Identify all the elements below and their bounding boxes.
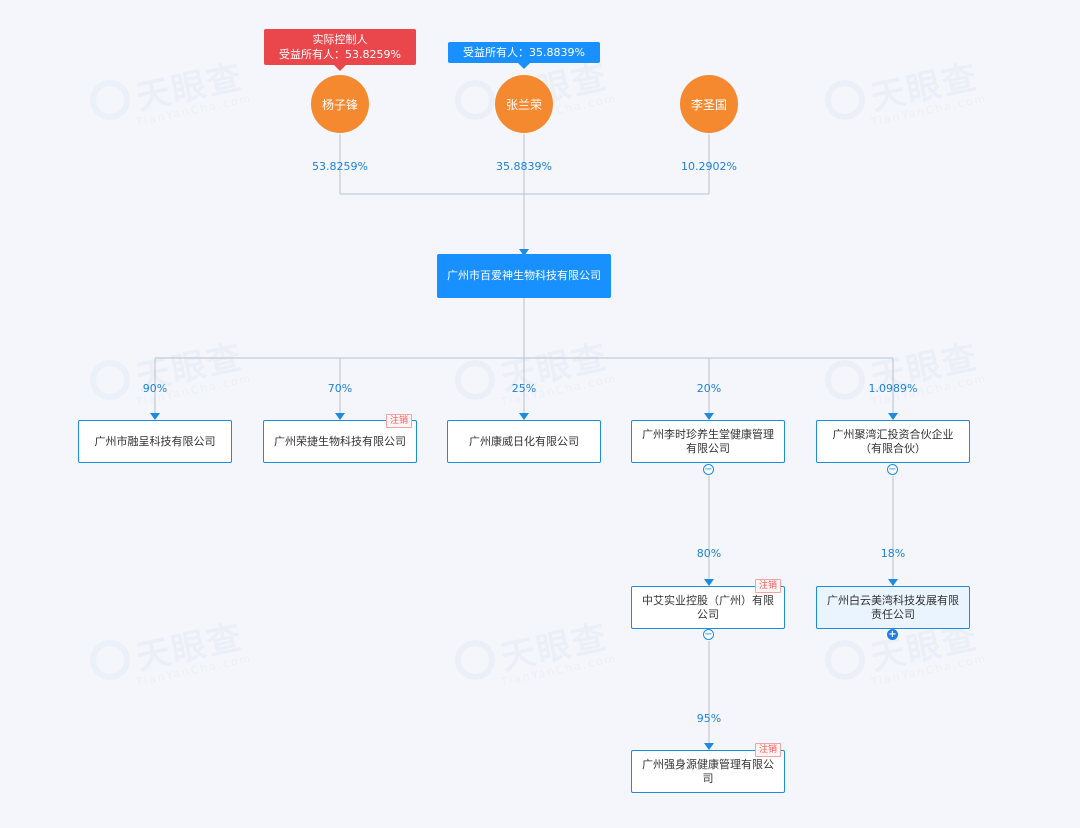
arrow-down-icon <box>888 579 898 586</box>
arrow-down-icon <box>704 413 714 420</box>
watermark-logo-icon <box>90 640 130 680</box>
watermark-logo-icon <box>825 360 865 400</box>
arrow-down-icon <box>704 743 714 750</box>
root-company-node[interactable]: 广州市百爱神生物科技有限公司 <box>437 254 611 298</box>
shareholder-percent: 10.2902% <box>681 160 737 173</box>
arrow-down-icon <box>519 249 529 256</box>
arrow-down-icon <box>335 413 345 420</box>
badge-line: 受益所有人：53.8259% <box>279 48 401 61</box>
level2-node[interactable]: 广州白云美湾科技发展有限责任公司 <box>816 586 970 629</box>
shareholder-node[interactable]: 李圣国 <box>680 75 738 133</box>
minus-circle-icon[interactable]: − <box>703 628 714 640</box>
subsidiary-percent: 1.0989% <box>868 382 918 395</box>
arrow-down-icon <box>888 413 898 420</box>
subsidiary-percent: 25% <box>511 382 537 395</box>
level3-node[interactable]: 广州强身源健康管理有限公司 <box>631 750 785 793</box>
minus-circle-icon[interactable]: − <box>703 463 714 475</box>
watermark-logo-icon <box>825 80 865 120</box>
arrow-down-icon <box>704 579 714 586</box>
subsidiary-node[interactable]: 广州市融呈科技有限公司 <box>78 420 232 463</box>
watermark-logo-icon <box>90 360 130 400</box>
watermark-logo-icon <box>825 640 865 680</box>
arrow-down-icon <box>519 413 529 420</box>
subsidiary-node[interactable]: 广州李时珍养生堂健康管理有限公司 <box>631 420 785 463</box>
controller-badge: 实际控制人 受益所有人：53.8259% <box>264 29 416 71</box>
plus-circle-icon[interactable]: + <box>887 628 898 640</box>
level2-node[interactable]: 中艾实业控股（广州）有限公司 <box>631 586 785 629</box>
subsidiary-percent: 90% <box>142 382 168 395</box>
beneficial-owner-badge: 受益所有人：35.8839% <box>448 42 600 69</box>
badge-caret <box>518 63 530 69</box>
level2-percent: 18% <box>880 547 906 560</box>
arrow-down-icon <box>150 413 160 420</box>
subsidiary-percent: 70% <box>327 382 353 395</box>
subsidiary-node[interactable]: 广州康威日化有限公司 <box>447 420 601 463</box>
watermark-logo-icon <box>455 640 495 680</box>
subsidiary-percent: 20% <box>696 382 722 395</box>
deregistered-tag: 注销 <box>755 579 782 593</box>
minus-circle-icon[interactable]: − <box>887 463 898 475</box>
badge-line: 实际控制人 <box>312 33 368 46</box>
badge-line: 受益所有人：35.8839% <box>463 46 585 59</box>
level3-percent: 95% <box>696 712 722 725</box>
watermark-logo-icon <box>455 360 495 400</box>
subsidiary-node[interactable]: 广州聚湾汇投资合伙企业（有限合伙） <box>816 420 970 463</box>
shareholder-percent: 53.8259% <box>312 160 368 173</box>
shareholder-node[interactable]: 杨子锋 <box>311 75 369 133</box>
shareholder-percent: 35.8839% <box>496 160 552 173</box>
watermark-logo-icon <box>90 80 130 120</box>
level2-percent: 80% <box>696 547 722 560</box>
deregistered-tag: 注销 <box>755 743 782 757</box>
deregistered-tag: 注销 <box>386 414 413 428</box>
badge-caret <box>334 65 346 71</box>
watermark-logo-icon <box>455 80 495 120</box>
shareholder-node[interactable]: 张兰荣 <box>495 75 553 133</box>
